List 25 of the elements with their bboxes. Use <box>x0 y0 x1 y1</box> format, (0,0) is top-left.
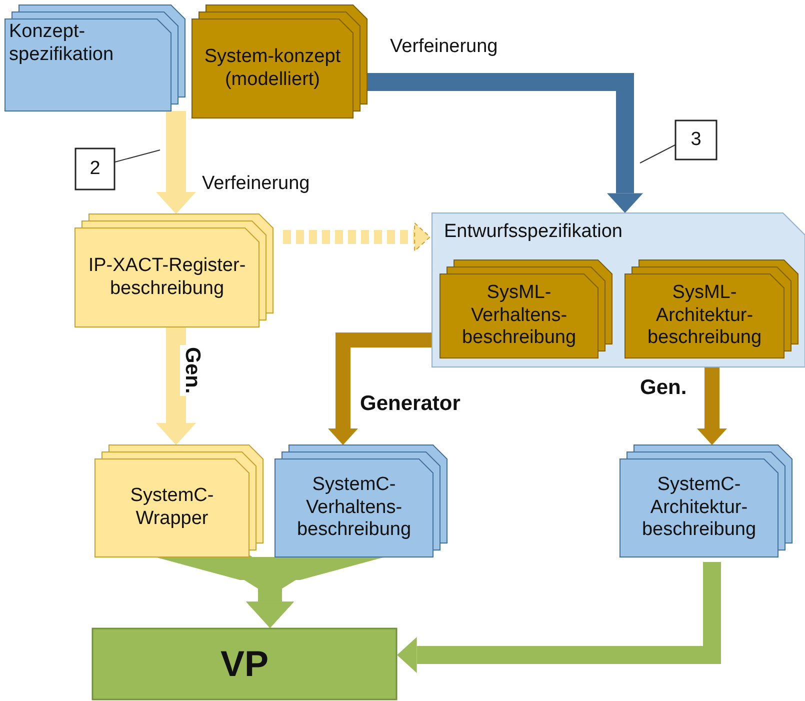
node-label: VP <box>220 642 269 686</box>
node-label: SystemC-Verhaltens-beschreibung <box>296 474 412 542</box>
callout-box <box>75 148 115 190</box>
document-stack <box>625 260 798 358</box>
edge-label: Gen. <box>180 345 204 396</box>
document-stack <box>95 445 263 557</box>
result-box <box>92 628 397 700</box>
document-stack <box>5 5 185 111</box>
node-label: SystemC-Architektur-beschreibung <box>640 474 758 542</box>
node-label: SystemC-Wrapper <box>129 485 215 531</box>
specification-panel <box>432 213 805 367</box>
node-label: Konzept-spezifikation <box>9 21 115 67</box>
callout-number: 3 <box>690 128 702 152</box>
callout-number: 2 <box>90 158 100 180</box>
node-label: SysML-Architektur-beschreibung <box>646 282 763 350</box>
document-stack <box>75 214 273 327</box>
callout-box <box>675 120 717 160</box>
node-label: System-konzept (modelliert) <box>203 46 342 92</box>
document-stack <box>440 260 612 358</box>
document-stack <box>192 5 367 118</box>
panel-title: Entwurfsspezifikation <box>444 221 622 244</box>
node-label: SysML-Verhaltens-beschreibung <box>460 282 578 350</box>
document-stack <box>275 445 447 557</box>
node-label: IP-XACT-Register-beschreibung <box>87 254 247 300</box>
document-stack <box>620 445 792 557</box>
